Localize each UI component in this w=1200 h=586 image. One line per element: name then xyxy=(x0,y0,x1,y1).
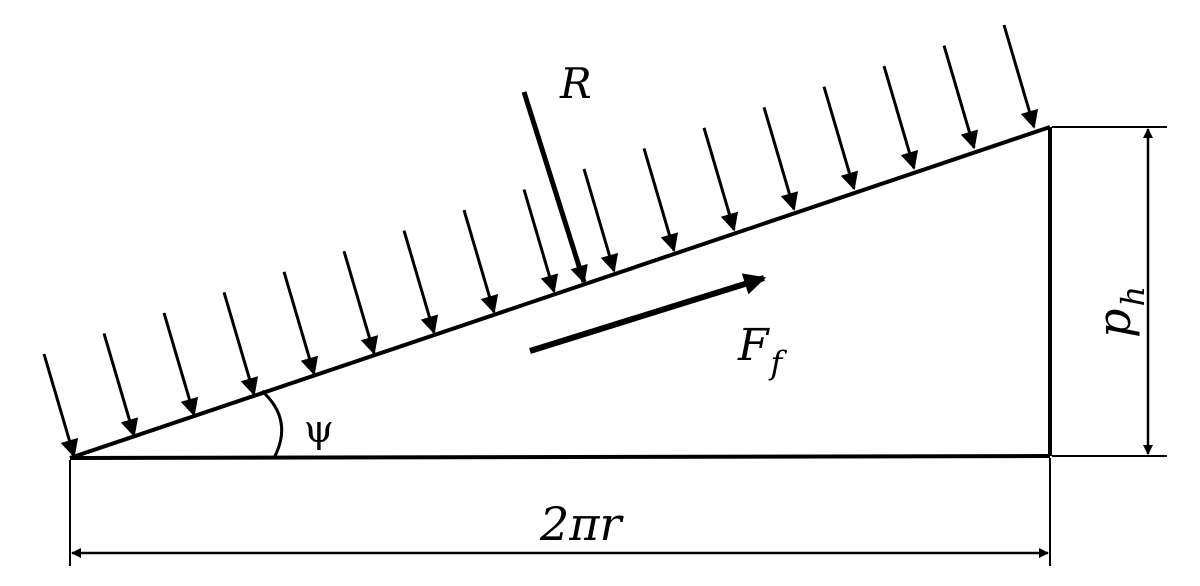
load-arrow xyxy=(402,230,439,335)
circumference-label: 2πr xyxy=(539,497,624,551)
load-arrow xyxy=(762,106,799,212)
resultant-force-label: R xyxy=(559,59,592,108)
incline-base xyxy=(69,454,1051,460)
friction-force-label: Ff xyxy=(737,320,788,382)
helix-angle-label: ψ xyxy=(304,407,334,451)
friction-force-label-subscript: f xyxy=(769,344,788,382)
load-arrow xyxy=(1002,24,1039,129)
distributed-load-arrows xyxy=(42,24,1039,458)
friction-force-arrow xyxy=(529,273,767,354)
load-arrow xyxy=(222,291,259,397)
resultant-force-arrow xyxy=(521,91,588,284)
helix-angle-arc xyxy=(260,389,284,459)
load-arrow xyxy=(942,45,979,150)
load-arrow xyxy=(162,312,199,417)
incline-hypotenuse xyxy=(69,125,1051,460)
load-arrow xyxy=(522,189,559,294)
friction-force-label-main: F xyxy=(737,320,770,371)
load-arrow xyxy=(582,168,619,273)
load-arrow xyxy=(102,332,139,438)
load-arrow xyxy=(822,86,859,191)
load-arrow xyxy=(642,147,679,253)
lead-label-subscript: h xyxy=(1114,286,1152,307)
load-arrow xyxy=(342,250,379,355)
load-arrow xyxy=(702,127,739,232)
lead-label: ph xyxy=(1087,286,1152,338)
load-arrow xyxy=(882,65,919,170)
lead-label-main: p xyxy=(1087,309,1141,338)
load-arrow xyxy=(462,209,499,314)
load-arrow xyxy=(282,271,319,376)
load-arrow xyxy=(42,353,79,458)
